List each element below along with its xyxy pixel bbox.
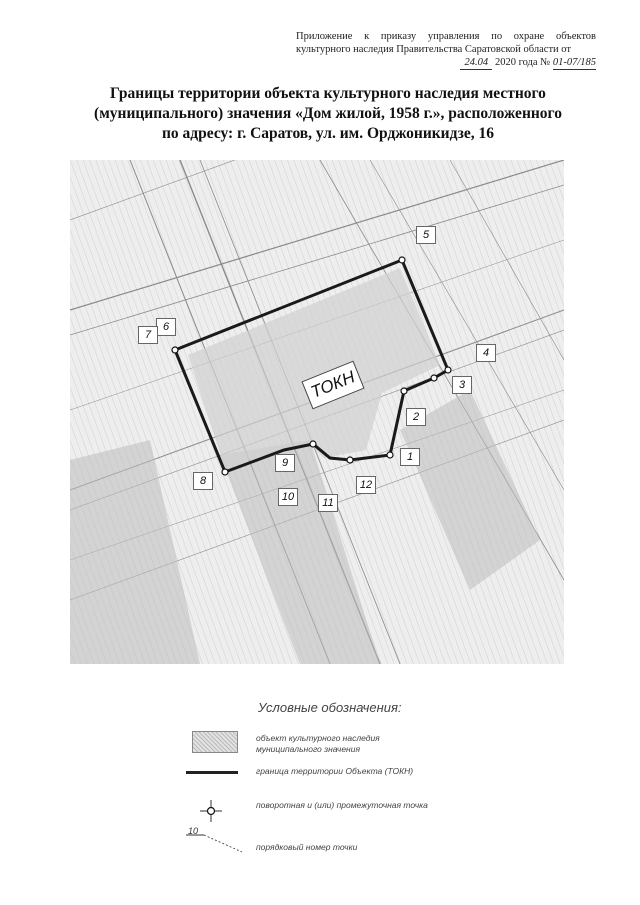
legend-title: Условные обозначения: [258, 700, 402, 715]
map-shaded-areas [70, 390, 540, 664]
legend-item-boundary: граница территории Объекта (ТОКН) [256, 766, 414, 776]
map-canvas [70, 160, 564, 664]
point-label-10: 10 [278, 488, 298, 506]
order-reference-line2: 24.04 2020 года № 01-07/185 [296, 56, 596, 70]
point-number-sample: 10 [188, 826, 199, 836]
point-label-5: 5 [416, 226, 436, 244]
point-label-9: 9 [275, 454, 295, 472]
order-reference-text: Приложение к приказу управления по охран… [296, 31, 596, 55]
point-label-12: 12 [356, 476, 376, 494]
point-label-4: 4 [476, 344, 496, 362]
order-number: 01-07/185 [552, 57, 596, 70]
point-label-8: 8 [193, 472, 213, 490]
heritage-building-area [188, 268, 440, 468]
point-label-11: 11 [318, 494, 338, 512]
legend-item-heritage: объект культурного наследия муниципально… [256, 733, 380, 754]
turning-points [171, 256, 452, 476]
map-area: ТОКН 1 2 3 4 5 6 7 8 9 10 11 12 [70, 160, 564, 664]
point-number-icon: 10 [186, 826, 246, 856]
legend-item-number: порядковый номер точки [256, 842, 358, 852]
tokn-boundary-line [173, 258, 450, 474]
hatched-area-icon [192, 731, 238, 753]
point-number-leader [186, 834, 243, 853]
page-title: Границы территории объекта культурного н… [94, 85, 562, 142]
point-label-2: 2 [406, 408, 426, 426]
order-reference-note: Приложение к приказу управления по охран… [296, 30, 596, 70]
turning-point-icon [200, 800, 222, 822]
boundary-line-icon [186, 771, 238, 774]
point-label-1: 1 [400, 448, 420, 466]
order-year-text: 2020 года № [494, 57, 551, 68]
legend-item-point: поворотная и (или) промежуточная точка [256, 800, 428, 810]
point-label-6: 6 [156, 318, 176, 336]
point-label-3: 3 [452, 376, 472, 394]
order-date: 24.04 [460, 56, 493, 70]
point-label-7: 7 [138, 326, 158, 344]
